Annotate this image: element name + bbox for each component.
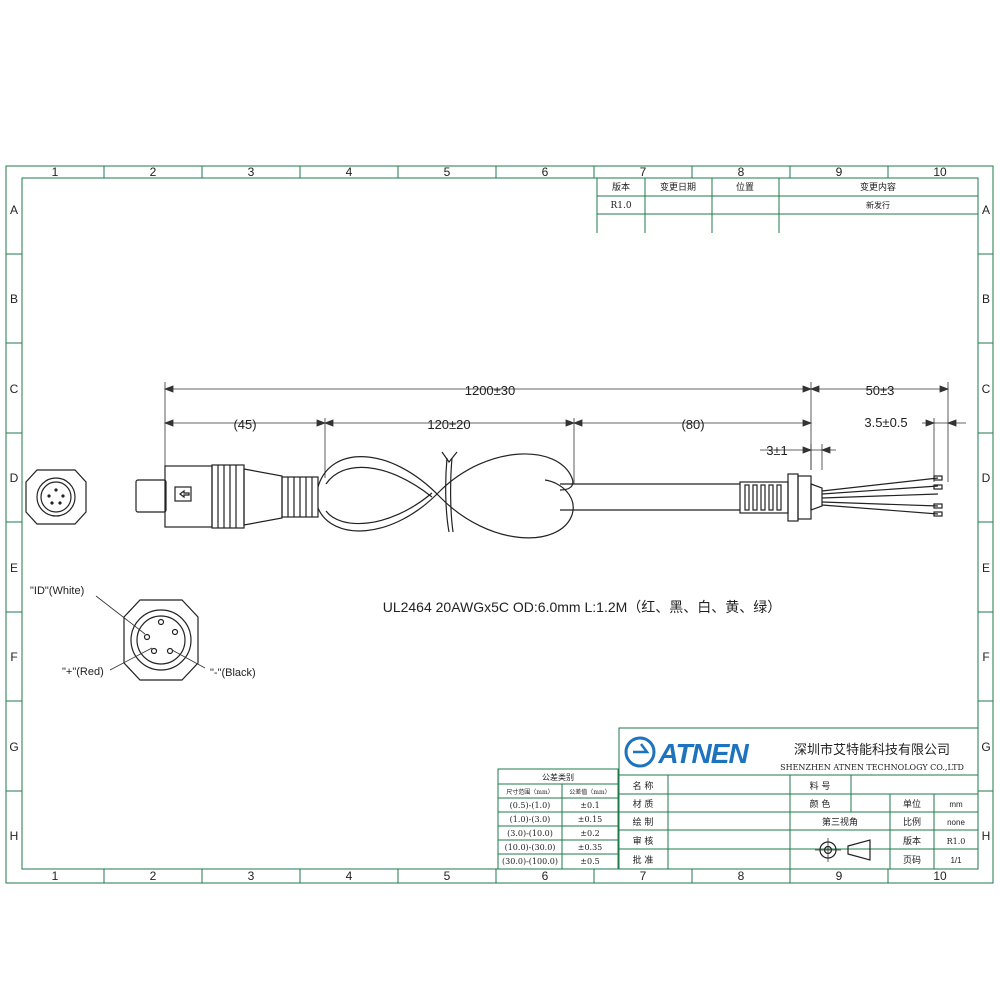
col-label-6: 6 (542, 165, 549, 179)
tolerance-header-value: 公差值（mm） (569, 788, 610, 796)
tolerance-range-4: (10.0)-(30.0) (505, 843, 556, 852)
tb-label-projection: 第三视角 (822, 816, 858, 828)
tb-label-color: 颜 色 (810, 798, 831, 810)
col-label-bottom-1: 1 (52, 869, 59, 883)
tolerance-header-range: 尺寸范围（mm） (506, 788, 553, 796)
col-label-2: 2 (150, 165, 157, 179)
row-label-right-G: G (981, 740, 990, 754)
dim-seg-mid: 120±20 (427, 417, 470, 432)
tb-label-page: 页码 (903, 855, 921, 866)
col-label-bottom-9: 9 (836, 869, 843, 883)
col-label-bottom-7: 7 (640, 869, 647, 883)
revision-table: 版本 变更日期 位置 变更内容 R1.0 新发行 (596, 178, 978, 233)
logo-wordmark: ATNEN (657, 738, 749, 769)
row-label-right-C: C (982, 382, 991, 396)
row-label-right-H: H (982, 829, 991, 843)
col-label-9: 9 (836, 165, 843, 179)
row-label-right-B: B (982, 292, 990, 306)
col-label-5: 5 (444, 165, 451, 179)
row-ruler (6, 253, 993, 792)
tolerance-value-4: ±0.35 (578, 843, 603, 852)
col-label-bottom-3: 3 (248, 869, 255, 883)
row-label-right-D: D (982, 471, 991, 485)
col-label-3: 3 (248, 165, 255, 179)
row-label-right-E: E (982, 561, 990, 575)
row-label-right-A: A (982, 203, 990, 217)
row-label-G: G (9, 740, 18, 754)
tb-label-part-no: 料 号 (810, 780, 831, 792)
tb-value-version: R1.0 (947, 837, 966, 846)
cable-spec-text: UL2464 20AWGx5C OD:6.0mm L:1.2M（红、黑、白、黄、… (383, 599, 782, 615)
tb-label-name: 名 称 (633, 780, 654, 792)
row-label-C: C (10, 382, 19, 396)
logo-mark-icon (624, 736, 656, 768)
dim-seg-right: (80) (681, 417, 704, 432)
cable-assembly (135, 451, 943, 539)
tolerance-value-1: ±0.1 (580, 801, 599, 810)
tb-label-approve: 批 准 (633, 854, 654, 866)
tolerance-range-1: (0.5)-(1.0) (510, 801, 551, 810)
pin-label-id: "ID"(White) (30, 585, 84, 597)
column-ruler (103, 166, 889, 883)
tolerance-range-5: (30.0)-(100.0) (502, 857, 558, 866)
pin-label-plus: "+"(Red) (62, 666, 104, 678)
col-label-bottom-6: 6 (542, 869, 549, 883)
outer-frame (5, 165, 994, 884)
tb-label-check: 审 核 (633, 835, 654, 847)
col-label-8: 8 (738, 165, 745, 179)
dim-seg-left: (45) (233, 417, 256, 432)
dim-total-length: 1200±30 (465, 383, 516, 398)
dim-strip-length: 50±3 (866, 383, 895, 398)
tolerance-value-3: ±0.2 (580, 829, 599, 838)
row-label-A: A (10, 203, 18, 217)
tb-value-scale: none (947, 818, 965, 827)
tb-label-unit: 单位 (903, 798, 921, 810)
tb-label-drawn: 绘 制 (633, 816, 654, 828)
col-label-bottom-8: 8 (738, 869, 745, 883)
dim-jacket: 3±1 (766, 443, 788, 458)
tolerance-range-2: (1.0)-(3.0) (510, 815, 551, 824)
company-name-cn: 深圳市艾特能科技有限公司 (794, 742, 950, 758)
rev-header-content: 变更内容 (860, 181, 896, 193)
tolerance-value-5: ±0.5 (580, 857, 599, 866)
rev-header-date: 变更日期 (660, 181, 696, 193)
pinout-view (95, 595, 206, 681)
rev-header-version: 版本 (612, 181, 630, 193)
col-label-bottom-4: 4 (346, 869, 353, 883)
tolerance-range-3: (3.0)-(10.0) (507, 829, 553, 838)
rev-row-version: R1.0 (610, 201, 631, 211)
tb-label-version: 版本 (903, 835, 921, 847)
projection-symbol-icon (815, 838, 871, 862)
dimension-lines (163, 382, 966, 484)
tb-label-material: 材 质 (633, 798, 654, 810)
company-name-en: SHENZHEN ATNEN TECHNOLOGY CO.,LTD (780, 763, 964, 772)
col-label-1: 1 (52, 165, 59, 179)
col-label-bottom-10: 10 (933, 869, 947, 883)
row-label-H: H (10, 829, 19, 843)
rev-row-content: 新发行 (866, 200, 890, 210)
title-block: ATNEN 深圳市艾特能科技有限公司 SHENZHEN ATNEN TECHNO… (618, 727, 979, 870)
rev-header-position: 位置 (736, 181, 754, 193)
row-label-F: F (10, 650, 17, 664)
tolerance-title: 公差类别 (542, 772, 574, 782)
col-label-7: 7 (640, 165, 647, 179)
col-label-4: 4 (346, 165, 353, 179)
tb-value-page: 1/1 (950, 856, 962, 865)
pin-label-minus: "-"(Black) (210, 667, 256, 679)
tolerance-table: 公差类别 尺寸范围（mm） 公差值（mm） (0.5)-(1.0) ±0.1 (… (497, 768, 619, 870)
tb-value-unit: mm (949, 800, 963, 809)
col-label-bottom-2: 2 (150, 869, 157, 883)
dim-tin-length: 3.5±0.5 (864, 415, 907, 430)
row-label-B: B (10, 292, 18, 306)
row-label-right-F: F (982, 650, 989, 664)
row-label-E: E (10, 561, 18, 575)
row-label-D: D (10, 471, 19, 485)
tb-label-scale: 比例 (903, 816, 921, 828)
tolerance-value-2: ±0.15 (578, 815, 603, 824)
connector-front-view (25, 469, 87, 525)
col-label-10: 10 (933, 165, 947, 179)
col-label-bottom-5: 5 (444, 869, 451, 883)
